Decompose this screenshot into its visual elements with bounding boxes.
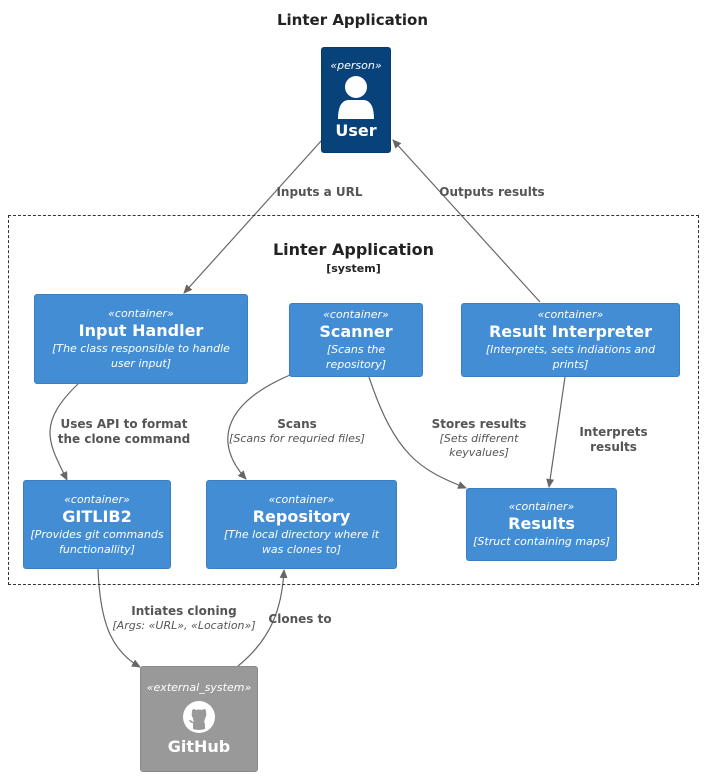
github-icon [183, 701, 215, 733]
results-node[interactable]: «container» Results [Struct containing m… [466, 488, 617, 561]
result-interpreter-name: Result Interpreter [488, 322, 653, 341]
repository-description: [The local directory where it was clones… [223, 527, 380, 556]
repository-name: Repository [252, 506, 351, 526]
diagram-title: Linter Application [276, 11, 429, 29]
scanner-node[interactable]: «container» Scanner [Scans the repositor… [289, 303, 423, 377]
label-intiates-cloning: Intiates cloning [Args: «URL», «Location… [112, 604, 256, 633]
results-stereotype: «container» [508, 500, 575, 513]
label-intiates-cloning-detail: [Args: «URL», «Location»] [112, 619, 256, 632]
label-clones-to: Clones to [262, 612, 338, 627]
user-name: User [335, 121, 377, 140]
label-scans-text: Scans [277, 417, 317, 431]
label-stores-results-detail: [Sets different keyvalues] [439, 432, 519, 459]
label-stores-results: Stores results [Sets different keyvalues… [408, 417, 550, 460]
input-handler-name: Input Handler [78, 321, 204, 340]
scanner-name: Scanner [319, 322, 393, 341]
label-interprets-results-text: Interprets results [579, 425, 648, 454]
gitlib2-stereotype: «container» [64, 492, 130, 506]
edge-inputs-url [183, 139, 323, 294]
edge-stores-results [368, 376, 467, 489]
boundary-type: [system] [326, 262, 381, 275]
label-inputs-url: Inputs a URL [262, 185, 377, 200]
system-boundary: Linter Application [system] [8, 215, 699, 585]
gitlib2-name: GITLIB2 [62, 506, 132, 526]
user-stereotype: «person» [330, 59, 382, 72]
label-uses-api-text: Uses API to format the clone command [57, 417, 191, 446]
label-stores-results-text: Stores results [431, 417, 527, 431]
result-interpreter-node[interactable]: «container» Result Interpreter [Interpre… [461, 303, 680, 377]
label-inputs-url-text: Inputs a URL [276, 185, 363, 199]
label-uses-api: Uses API to format the clone command [50, 417, 198, 447]
edge-outputs-results [392, 139, 541, 303]
boundary-title: Linter Application [272, 240, 435, 259]
result-interpreter-description: [Interprets, sets indiations and prints] [485, 343, 656, 371]
results-description: [Struct containing maps] [473, 535, 610, 548]
label-scans: Scans [Scans for requried files] [226, 417, 368, 446]
edge-uses-api [49, 383, 79, 481]
edge-clones-to [237, 569, 288, 667]
label-clones-to-text: Clones to [268, 612, 332, 626]
input-handler-stereotype: «container» [108, 307, 174, 320]
scanner-description: [Scans the repository] [325, 343, 387, 371]
gitlib2-description: [Provides git commands functionallity] [30, 527, 164, 556]
scanner-stereotype: «container» [323, 308, 389, 321]
repository-node[interactable]: «container» Repository [The local direct… [206, 480, 397, 569]
label-intiates-cloning-text: Intiates cloning [131, 604, 237, 618]
result-interpreter-stereotype: «container» [537, 308, 604, 321]
edge-scans [227, 374, 291, 480]
results-name: Results [508, 514, 575, 533]
github-name: GitHub [167, 737, 231, 756]
gitlib2-node[interactable]: «container» GITLIB2 [Provides git comman… [23, 480, 171, 569]
github-node[interactable]: «external_system» GitHub [140, 666, 258, 772]
label-outputs-results: Outputs results [432, 185, 552, 200]
person-icon [338, 76, 374, 119]
input-handler-node[interactable]: «container» Input Handler [The class res… [34, 294, 248, 384]
label-scans-detail: [Scans for requried files] [229, 432, 365, 445]
edge-interprets-results [546, 376, 566, 488]
label-interprets-results: Interprets results [556, 425, 671, 455]
repository-stereotype: «container» [268, 492, 335, 506]
input-handler-description: [The class responsible to handle user in… [52, 342, 230, 370]
user-node[interactable]: «person» User [321, 47, 391, 153]
github-stereotype: «external_system» [146, 681, 252, 694]
label-outputs-results-text: Outputs results [439, 185, 545, 199]
